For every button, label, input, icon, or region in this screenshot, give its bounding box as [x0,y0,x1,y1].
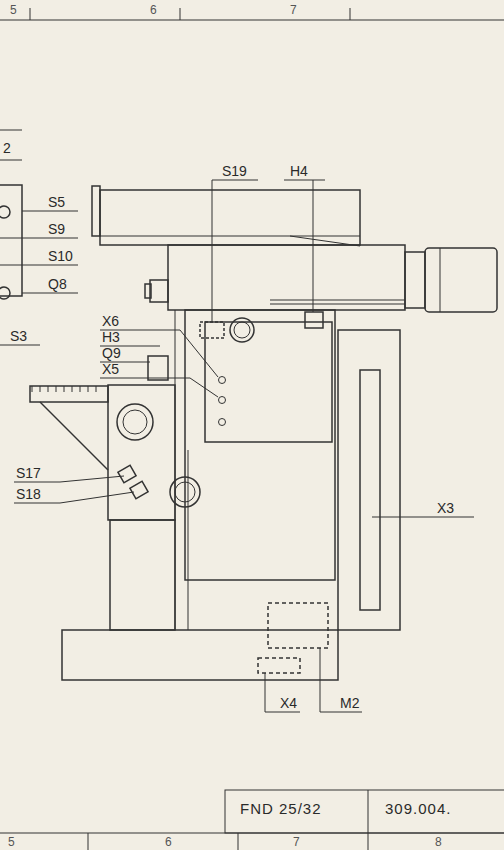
callout: S3 [10,328,27,344]
callout: X4 [280,695,297,711]
callout: M2 [340,695,359,711]
sheet-ref: 2 [3,140,11,156]
callout: X6 [102,313,119,329]
drawing-number: 309.004. [385,801,451,817]
callout: Q9 [102,345,121,361]
grid-number: 5 [8,835,15,849]
callout: H4 [290,163,308,179]
callout: S18 [16,486,41,502]
grid-number: 8 [435,835,442,849]
callout: S10 [48,248,73,264]
grid-number: 6 [165,835,172,849]
callout: X3 [437,500,454,516]
callout: S9 [48,221,65,237]
callout: H3 [102,329,120,345]
grid-number: 6 [150,3,157,17]
callout: X5 [102,361,119,377]
callout: S17 [16,465,41,481]
callout: Q8 [48,276,67,292]
grid-number: 5 [10,3,17,17]
grid-number: 7 [290,3,297,17]
grid-number: 7 [293,835,300,849]
callout: S19 [222,163,247,179]
drawing-title: FND 25/32 [240,801,322,817]
callout: S5 [48,194,65,210]
